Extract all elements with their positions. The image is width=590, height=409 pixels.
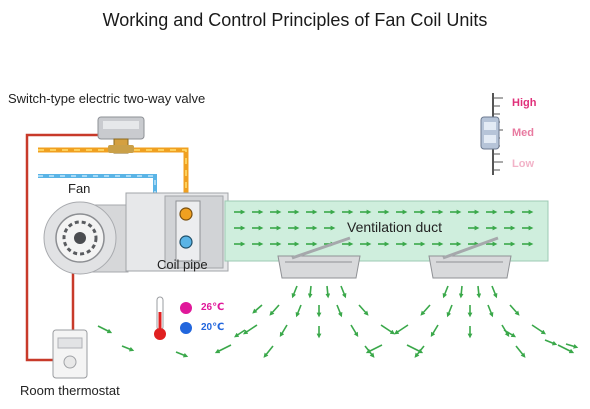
supply-arrow [503,329,517,338]
supply-arrow [365,344,383,354]
hot-water-flow [38,149,187,212]
supply-arrow [291,285,298,299]
fan-label: Fan [68,181,91,196]
duct-airflow-arrows [234,209,534,247]
speed-switch [480,93,503,175]
supply-arrow [515,345,526,358]
supply-arrow [430,324,439,338]
supply-arrow [544,339,558,346]
supply-arrow [243,324,258,335]
supply-arrow [476,285,482,299]
supply-arrow [350,324,359,338]
hot-temp-label: 26℃ [201,302,225,313]
supply-arrow [442,285,449,299]
room-thermostat [52,329,88,379]
valve-label: Switch-type electric two-way valve [8,91,206,106]
cold-temp-label: 20℃ [201,322,225,333]
supply-arrow [269,304,280,316]
supply-arrow [509,304,520,316]
supply-arrow [279,324,288,338]
cold-temp-dot [180,322,192,334]
supply-arrow [214,344,232,354]
supply-arrow [295,304,302,318]
supply-arrow [420,304,431,316]
speed-high-label: High [512,97,537,109]
supply-arrow [325,285,331,299]
supply-arrow [565,343,579,349]
supply-arrow [380,324,395,335]
hot-temp-dot [180,302,192,314]
supply-arrow [491,285,498,299]
room-thermostat-label: Room thermostat [20,383,120,398]
supply-arrow [121,345,135,352]
supply-arrow [97,325,113,334]
supply-arrow [557,344,575,354]
supply-air-arrows [97,285,579,358]
supply-arrow [340,285,347,299]
speed-med-label: Med [512,127,534,139]
supply-arrow [414,345,425,358]
supply-arrow [358,304,369,316]
supply-arrow [263,345,274,358]
coil-box [125,192,229,272]
air-diffuser-right [428,236,512,279]
thermometer-icon [154,296,166,340]
speed-low-label: Low [512,158,534,170]
supply-arrow [307,285,313,299]
supply-arrow [252,304,263,314]
supply-arrow [487,304,494,318]
two-way-valve [97,116,145,154]
control-wire [25,133,102,362]
supply-arrow [406,344,424,354]
cold-water-flow [38,175,180,243]
supply-arrow [394,324,409,335]
air-diffuser-left [277,236,361,279]
supply-arrow [531,324,546,335]
supply-arrow [446,304,453,318]
fan-housing [43,201,129,275]
coil-pipe-label: Coil pipe [157,257,208,272]
supply-arrow [234,329,246,338]
supply-arrow [336,304,343,318]
supply-arrow [458,285,464,299]
diagram-title: Working and Control Principles of Fan Co… [102,10,488,30]
ventilation-duct-label: Ventilation duct [347,219,442,235]
supply-arrow [175,351,189,358]
